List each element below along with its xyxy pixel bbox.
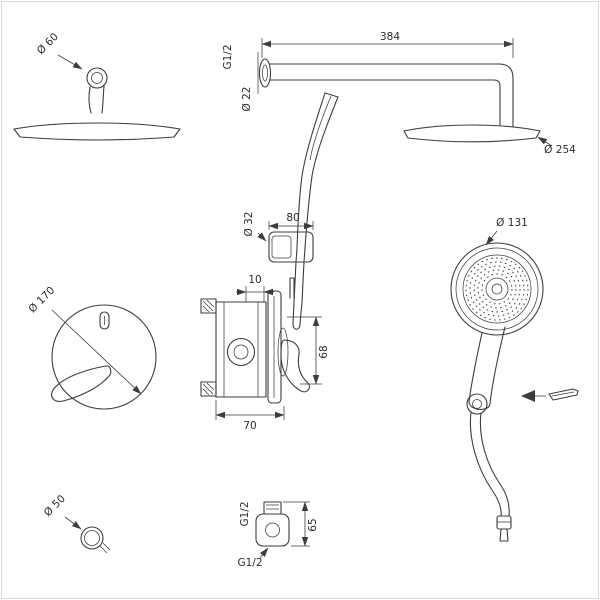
diverter-keyhole [99,311,110,330]
wand-tail-cap [292,323,301,330]
inlet-nipple-top [200,298,217,314]
fixing-pin-tool [548,388,579,401]
spray-nozzle-ring [469,261,525,317]
pause-button-inner [472,399,482,409]
dim-label-outlet-thread-bottom: G1/2 [237,557,262,569]
hose-inner-edge [479,412,510,517]
shower-head-profile [13,122,181,141]
dim-label-handshower-dia: Ø 131 [496,217,528,229]
wall-flange [86,67,108,89]
spray-face-rim [462,254,532,324]
spray-nozzle-ring [481,273,513,305]
wand-face-line [309,95,332,161]
handle-bottom-cap [468,401,491,410]
elbow-flange [80,526,104,550]
wall-holder-bracket [268,231,314,263]
insert-arrow-icon [521,390,535,402]
elbow-flange-inner [84,530,100,546]
arm-flange [258,58,272,88]
hose-connector-tail [499,528,509,542]
leader-line [57,54,83,70]
thread-hatching [202,382,215,396]
spray-nozzle-ring [465,257,529,321]
diameter-leader-line [51,309,142,395]
wand-top-cap [324,92,339,98]
outlet-body-detail [265,522,280,538]
lever-handle-side-view [280,339,310,393]
leader-line [485,230,498,246]
dim-label-holder-width: 80 [286,212,299,224]
spray-nozzle-ring [477,269,517,309]
dim-label-outlet-height: 65 [307,518,319,531]
dim-label-arm-length: 384 [380,31,400,43]
wall-outlet-side-view: G1/2 65 G1/2 [237,501,319,569]
dim-label-valve-width: 70 [243,420,256,432]
center-nozzle [491,283,503,295]
handle-right-edge [489,326,506,405]
spray-nozzle-ring [473,265,521,313]
arm-neck [88,86,92,114]
leader-line [64,516,82,530]
wall-flange-inner [91,72,103,84]
valve-cartridge-inner [233,344,249,360]
inlet-nipple-bottom [200,381,217,397]
arm-neck [101,85,105,114]
lever-escutcheon-side [277,327,289,377]
valve-body [215,301,267,398]
leader-line [537,136,553,147]
leader-line [259,547,269,559]
dim-label-overhead-dia: Ø 254 [544,144,576,156]
pause-button [466,393,488,415]
mixer-lever-handle [51,365,112,402]
valve-cartridge [226,337,256,367]
arm-flange-inner [262,64,268,82]
trim-plate [51,304,157,410]
handshower-head-rim [450,242,544,336]
dim-label-arm-thread: G1/2 [222,44,234,69]
dim-label-lever-drop: 68 [318,345,330,358]
dim-label-plate-offset: 10 [248,274,261,286]
hose-outer-edge [469,411,502,517]
valve-rough-in-view: 10 68 70 [200,274,330,432]
wand-outer-edge [303,96,339,263]
handshower-in-holder-side-view: 80 Ø 32 [243,92,339,330]
outlet-body [255,513,290,547]
dim-label-holder-pipe-dia: Ø 32 [243,212,255,237]
set-screw-pin [289,277,295,299]
thread-lines [266,504,279,510]
handshower-front-view: Ø 131 [450,217,579,542]
overhead-head-profile [403,124,541,143]
outlet-thread-stub [263,501,282,515]
mode-selector-ring [485,277,509,301]
wand-inner-edge [295,92,326,263]
fixing-pin-detail [551,391,575,397]
thread-hatching [202,299,215,313]
shower-arm-view: 384 G1/2 Ø 22 Ø 254 [222,31,576,156]
leader-line [257,232,267,242]
dim-label-arm-pipe-dia: Ø 22 [241,87,253,112]
elbow-stub [99,542,111,554]
holder-detail [271,235,292,259]
arm-inner-line [269,79,501,126]
dim-label-outlet-thread-top: G1/2 [239,501,251,526]
handshower-head-ring [455,247,539,331]
arm-outer-line [269,63,514,127]
hose-nut [496,515,512,530]
